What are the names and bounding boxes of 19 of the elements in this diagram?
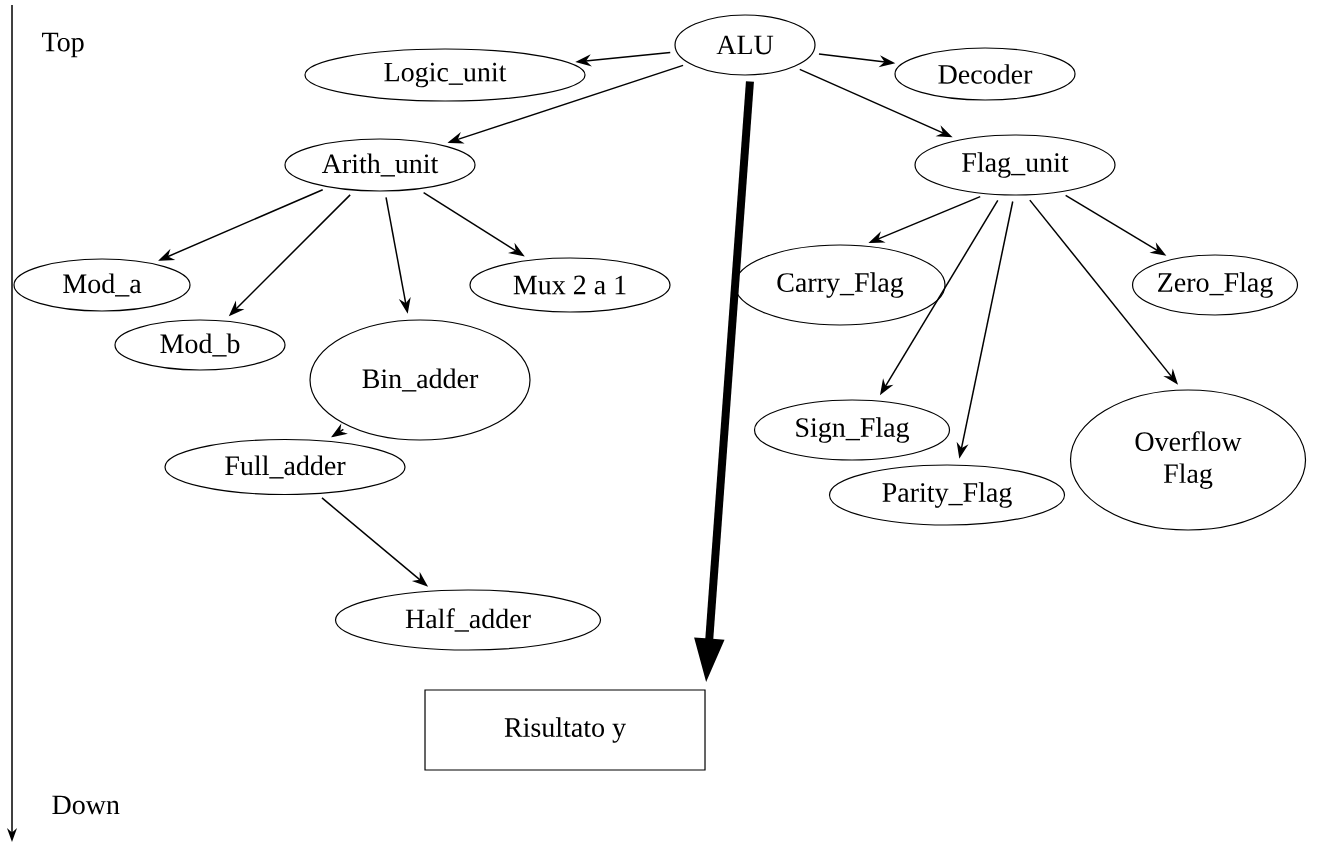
ellipse-node: Mux 2 a 1 bbox=[469, 257, 671, 313]
ellipse-node: Mod_a bbox=[13, 258, 191, 312]
ellipse-node: Sign_Flag bbox=[753, 399, 951, 461]
ellipse-node: Mod_b bbox=[114, 319, 286, 371]
ellipse-node: Overflow Flag bbox=[1069, 389, 1307, 531]
result-box: Risultato y bbox=[424, 689, 706, 771]
ellipse-node: Carry_Flag bbox=[734, 244, 946, 326]
ellipse-node: Logic_unit bbox=[304, 48, 586, 102]
ellipse-node: Bin_adder bbox=[309, 319, 531, 441]
ellipse-node: Arith_unit bbox=[284, 138, 476, 192]
ellipse-node: Decoder bbox=[894, 47, 1076, 101]
ellipse-node: Zero_Flag bbox=[1131, 254, 1299, 316]
ellipse-node: Full_adder bbox=[164, 438, 406, 496]
ellipse-node: Half_adder bbox=[334, 589, 602, 651]
ellipse-node: ALU bbox=[674, 14, 816, 76]
axis-label: Down bbox=[52, 795, 120, 815]
axis-label: Top bbox=[42, 32, 84, 58]
ellipse-node: Parity_Flag bbox=[828, 464, 1066, 526]
ellipse-node: Flag_unit bbox=[914, 134, 1116, 196]
